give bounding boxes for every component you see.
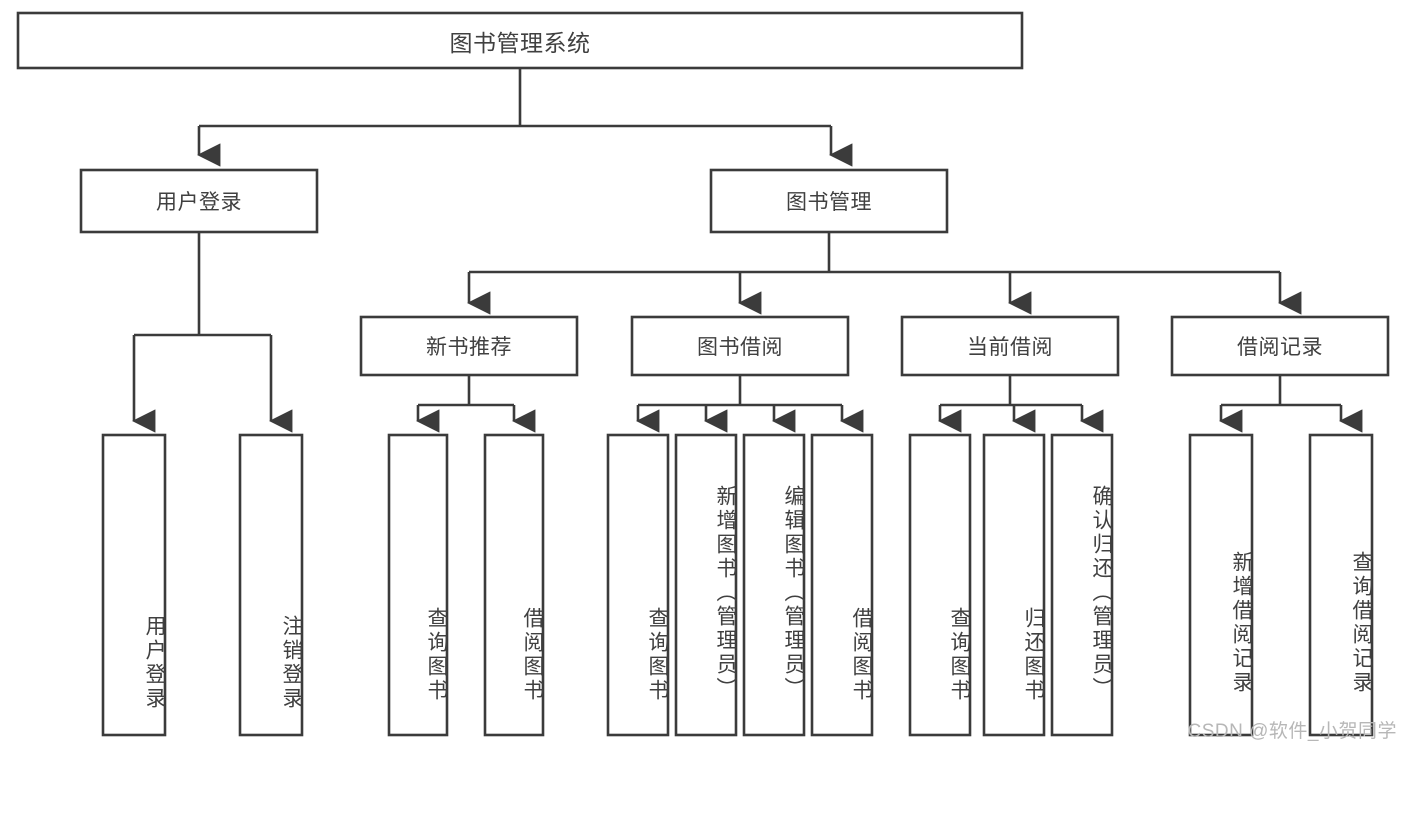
node-box-leaf-bb-query[interactable]: [606, 433, 670, 737]
node-box-root[interactable]: [16, 11, 1024, 70]
node-box-new-book[interactable]: [359, 315, 579, 377]
node-box-leaf-user-login[interactable]: [101, 433, 167, 737]
node-box-leaf-bb-edit[interactable]: [742, 433, 806, 737]
node-box-leaf-logout[interactable]: [238, 433, 304, 737]
diagram-root: 图书管理系统 用户登录 图书管理 新书推荐 图书借阅 当前借阅 借阅记录 用户登…: [16, 11, 1397, 742]
node-box-leaf-cb-query[interactable]: [908, 433, 972, 737]
node-box-borrow-record[interactable]: [1170, 315, 1390, 377]
node-box-leaf-nb-query[interactable]: [387, 433, 449, 737]
node-box-leaf-cb-confirm[interactable]: [1050, 433, 1114, 737]
node-box-leaf-br-query[interactable]: [1308, 433, 1374, 737]
node-box-leaf-nb-borrow[interactable]: [483, 433, 545, 737]
node-box-book-manage[interactable]: [709, 168, 949, 234]
node-box-book-borrow[interactable]: [630, 315, 850, 377]
diagram-canvas: [16, 11, 1390, 737]
node-box-leaf-br-add[interactable]: [1188, 433, 1254, 737]
node-box-user-login[interactable]: [79, 168, 319, 234]
node-box-current-borrow[interactable]: [900, 315, 1120, 377]
node-box-leaf-bb-borrow[interactable]: [810, 433, 874, 737]
node-box-leaf-cb-return[interactable]: [982, 433, 1046, 737]
node-box-leaf-bb-add[interactable]: [674, 433, 738, 737]
